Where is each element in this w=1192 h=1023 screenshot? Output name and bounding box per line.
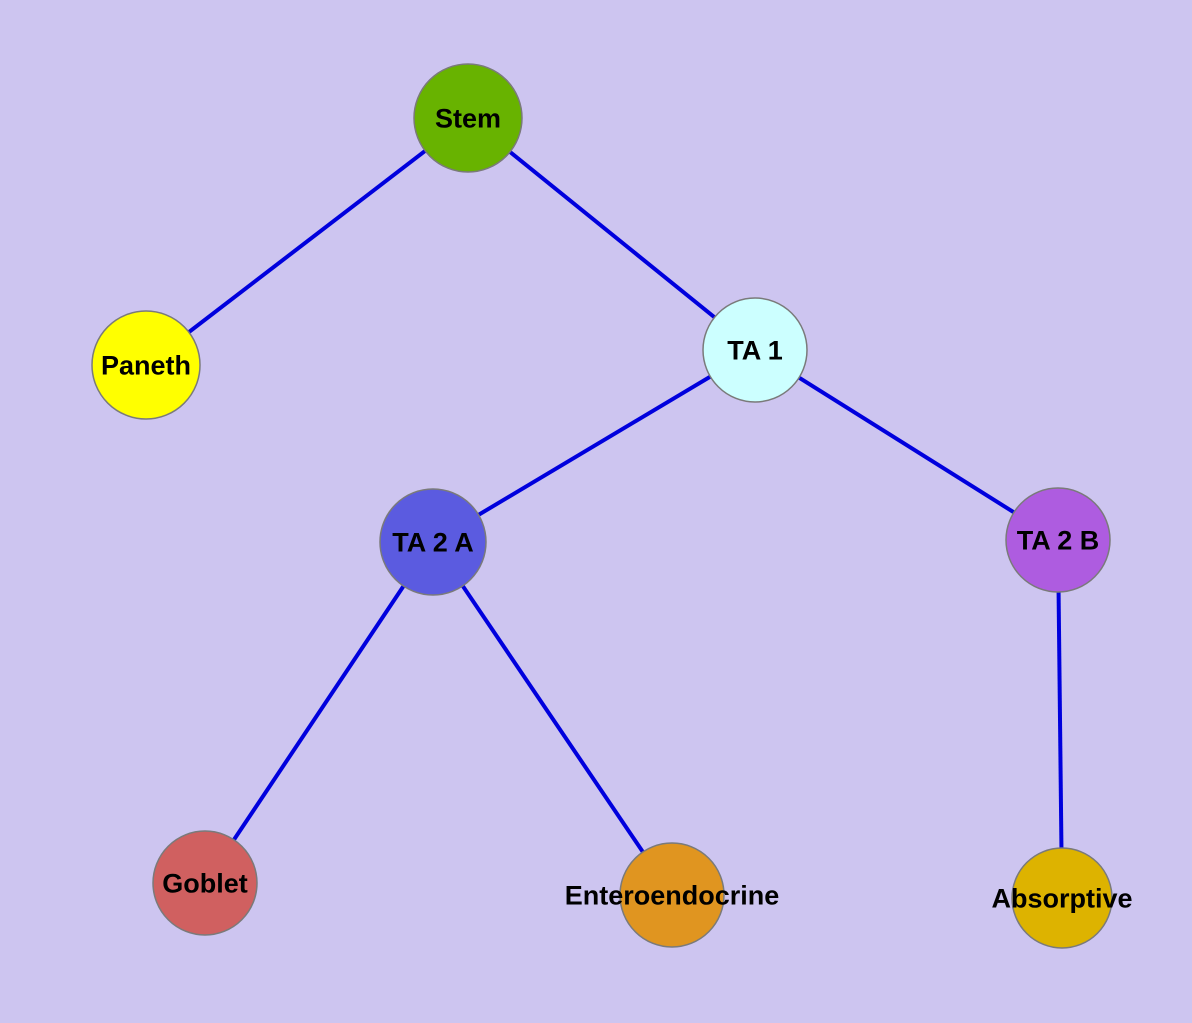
node-ta2b — [1005, 487, 1111, 593]
edge-ta1-ta2b — [753, 348, 1060, 542]
node-ta2a — [379, 488, 487, 596]
nodes-layer — [91, 63, 1113, 949]
edge-stem-paneth — [144, 116, 470, 367]
edge-ta1-ta2a — [431, 348, 757, 544]
node-enteroendocrine — [619, 842, 725, 948]
edge-ta2a-goblet — [203, 540, 435, 885]
node-label-ta2b: TA 2 B — [1017, 525, 1100, 555]
edge-ta2b-absorptive — [1056, 539, 1064, 899]
node-goblet — [152, 830, 258, 936]
edge-stem-ta1 — [466, 116, 757, 352]
node-label-absorptive: Absorptive — [991, 883, 1132, 913]
node-absorptive — [1011, 847, 1113, 949]
edge-ta2a-enteroendocrine — [431, 540, 674, 897]
node-stem — [413, 63, 523, 173]
node-label-enteroendocrine: Enteroendocrine — [565, 880, 780, 910]
node-label-stem: Stem — [435, 103, 501, 133]
node-ta1 — [702, 297, 808, 403]
node-paneth — [91, 310, 201, 420]
node-label-paneth: Paneth — [101, 350, 191, 380]
edges-layer — [144, 116, 1064, 899]
node-label-goblet: Goblet — [162, 868, 248, 898]
node-label-ta2a: TA 2 A — [392, 527, 474, 557]
node-label-ta1: TA 1 — [727, 335, 783, 365]
